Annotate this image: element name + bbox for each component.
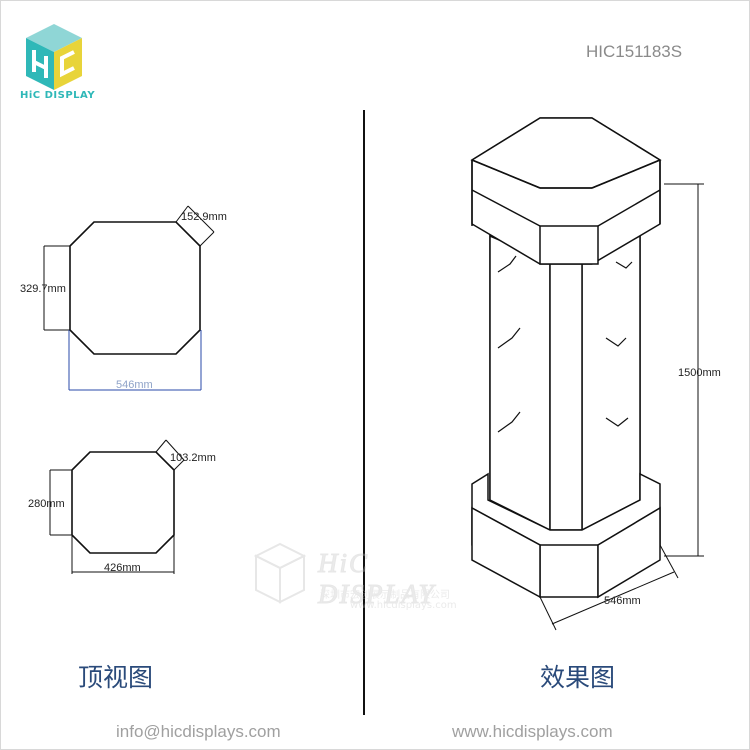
lower-height-label: 280mm — [28, 498, 65, 510]
footer-website[interactable]: www.hicdisplays.com — [452, 722, 613, 741]
upper-width-label: 546mm — [116, 379, 153, 391]
upper-edge-label: 152.9mm — [181, 211, 227, 223]
hic-logo-icon — [26, 24, 82, 90]
lower-width-label: 426mm — [104, 562, 141, 574]
lower-edge-label: 103.2mm — [170, 452, 216, 464]
watermark: HiC DISPLAY 深圳市宏创展示制品有限公司 www.hicdisplay… — [250, 540, 490, 611]
lower-octagon — [71, 451, 175, 554]
display-stand-render — [470, 117, 662, 599]
upper-octagon-view: 152.9mm 329.7mm 546mm — [20, 205, 227, 391]
logo-text: HiC DISPLAY — [20, 90, 96, 101]
watermark-title: HiC DISPLAY — [318, 548, 436, 610]
render-height-label: 1500mm — [678, 367, 721, 379]
top-view-caption: 顶视图 — [78, 663, 154, 692]
render-width-label: 546mm — [604, 595, 641, 607]
render-height-dimension — [664, 183, 704, 557]
watermark-logo-icon — [253, 542, 307, 604]
footer-email[interactable]: info@hicdisplays.com — [116, 722, 281, 741]
product-code: HIC151183S — [586, 42, 683, 61]
watermark-subtitle: 深圳市宏创展示制品有限公司 — [320, 590, 450, 601]
lower-octagon-view: 103.2mm 280mm 426mm — [28, 439, 216, 574]
hooks — [497, 255, 633, 433]
upper-octagon — [69, 221, 201, 355]
upper-height-label: 329.7mm — [20, 283, 66, 295]
render-caption: 效果图 — [540, 663, 616, 692]
watermark-url: www.hicdisplays.com — [350, 600, 457, 611]
render-width-dimension — [539, 544, 679, 631]
